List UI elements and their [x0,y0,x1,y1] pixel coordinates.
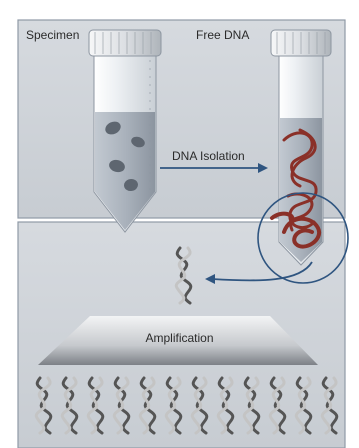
specimen-label: Specimen [26,28,79,42]
amplification-label: Amplification [0,331,359,345]
free-dna-label: Free DNA [196,28,249,42]
dna-isolation-label: DNA Isolation [172,149,245,163]
